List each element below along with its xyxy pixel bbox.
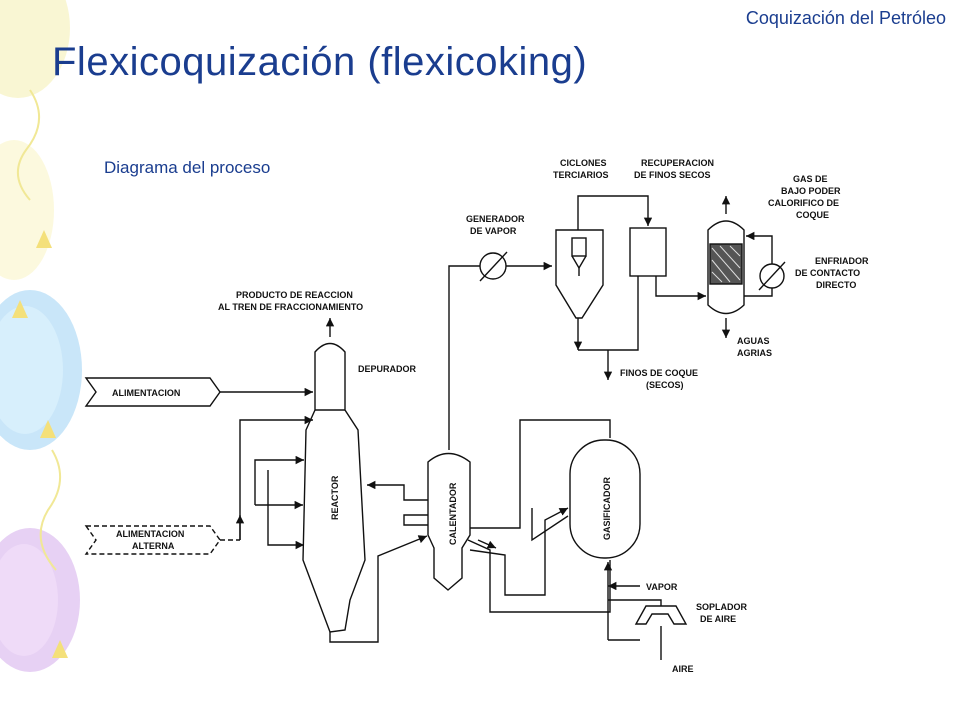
label-de-aire: DE AIRE	[700, 614, 736, 624]
gasificador-vessel	[569, 439, 641, 559]
label-agrias: AGRIAS	[737, 348, 772, 358]
calentador-vessel	[427, 452, 471, 591]
label-depurador: DEPURADOR	[358, 364, 417, 374]
slide-title: Flexicoquización (flexicoking)	[52, 40, 588, 84]
label-enfriador: ENFRIADOR	[815, 256, 869, 266]
label-soplador: SOPLADOR	[696, 602, 748, 612]
label-aguas: AGUAS	[737, 336, 770, 346]
label-ciclones: CICLONES	[560, 158, 607, 168]
air-blower	[634, 605, 688, 625]
label-terciarios: TERCIARIOS	[553, 170, 609, 180]
calentador-label: CALENTADOR	[448, 482, 458, 545]
reactor-label: REACTOR	[330, 475, 340, 520]
label-calorifico: CALORIFICO DE	[768, 198, 839, 208]
diagram-subtitle: Diagrama del proceso	[104, 158, 271, 177]
gasificador-label: GASIFICADOR	[602, 476, 612, 540]
label-recuperacion: RECUPERACION	[641, 158, 714, 168]
label-producto: PRODUCTO DE REACCION	[236, 290, 353, 300]
header-tag: Coquización del Petróleo	[745, 8, 946, 28]
cyclone-inner	[571, 237, 587, 257]
reactor-vessel	[302, 342, 366, 633]
label-finos-coque: FINOS DE COQUE	[620, 368, 698, 378]
label-tren: AL TREN DE FRACCIONAMIENTO	[218, 302, 363, 312]
label-vapor: VAPOR	[646, 582, 678, 592]
label-directo: DIRECTO	[816, 280, 856, 290]
label-secos: (SECOS)	[646, 380, 684, 390]
label-bajo-poder: BAJO PODER	[781, 186, 841, 196]
label-alterna: ALTERNA	[132, 541, 175, 551]
label-coque: COQUE	[796, 210, 829, 220]
label-finos-secos: DE FINOS SECOS	[634, 170, 711, 180]
label-de-vapor: DE VAPOR	[470, 226, 517, 236]
label-alimentacion: ALIMENTACION	[112, 388, 180, 398]
feed-arrow	[84, 377, 221, 407]
alternate-feed-arrow	[84, 525, 221, 555]
label-aire: AIRE	[672, 664, 694, 674]
label-generador: GENERADOR	[466, 214, 525, 224]
fines-recovery-unit	[629, 227, 667, 277]
label-alimentacion-alterna: ALIMENTACION	[116, 529, 184, 539]
label-de-contacto: DE CONTACTO	[795, 268, 860, 278]
label-gas-de: GAS DE	[793, 174, 828, 184]
